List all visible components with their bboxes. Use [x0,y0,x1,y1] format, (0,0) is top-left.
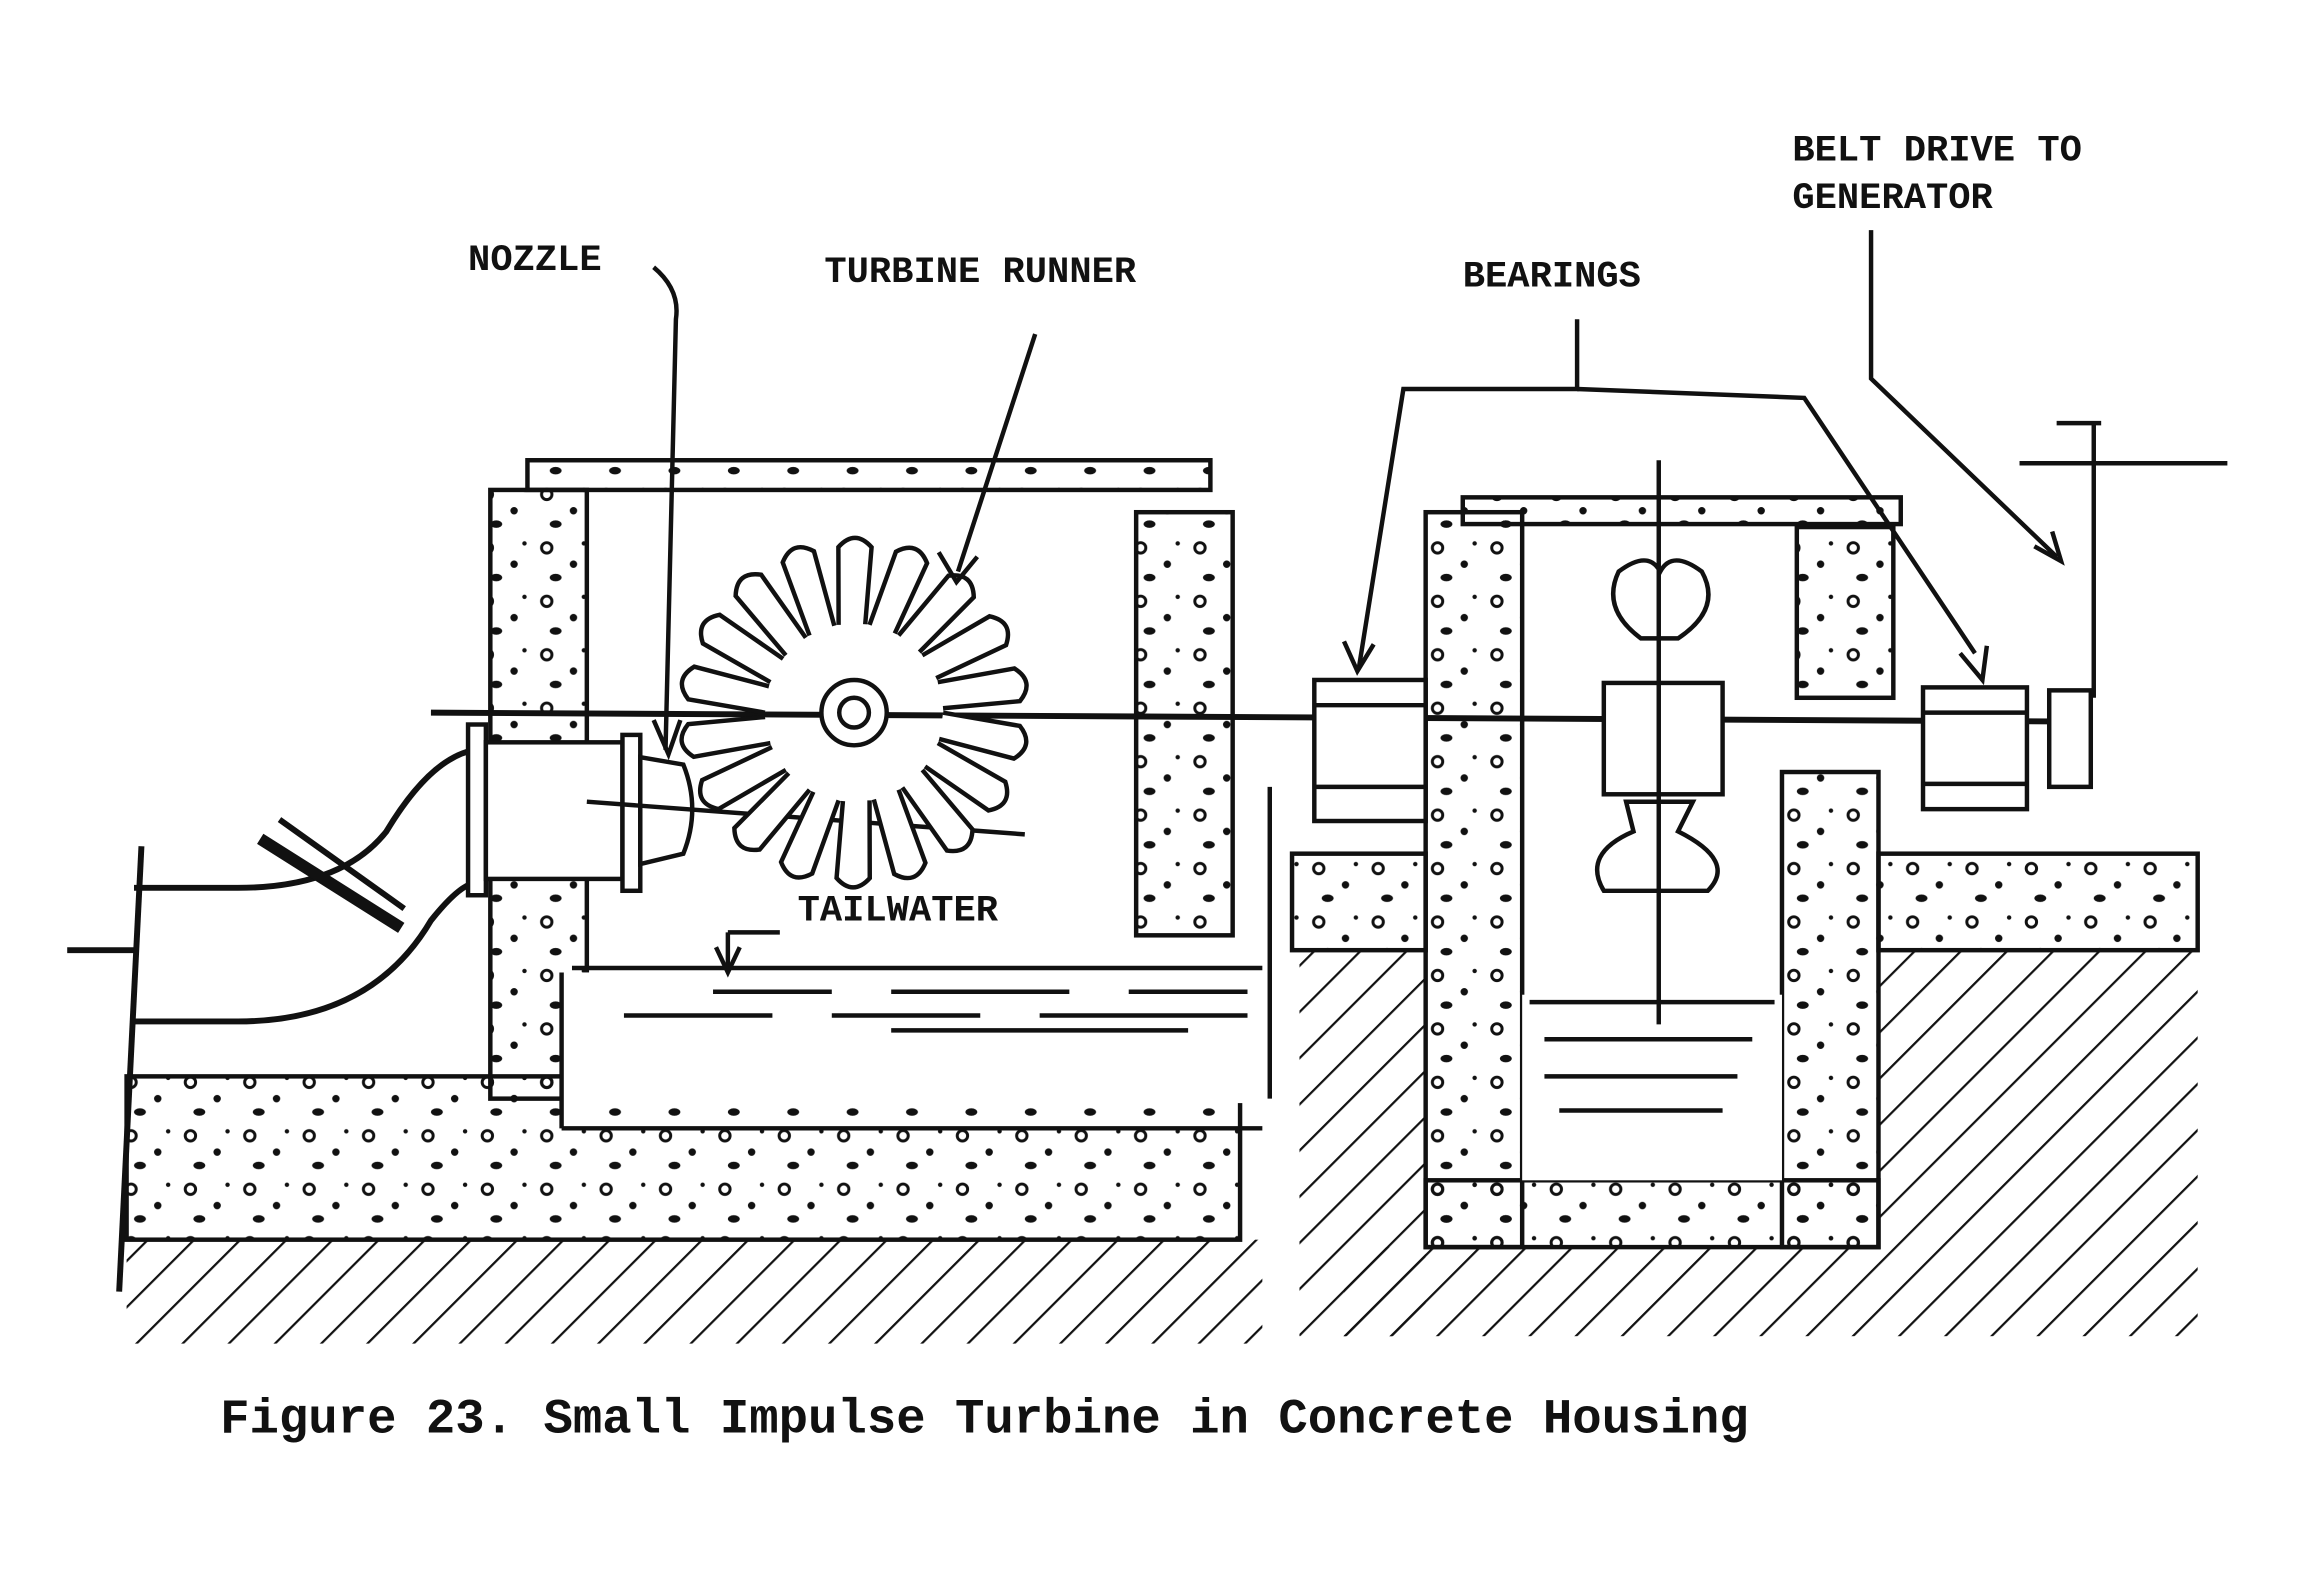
ground-hatch [126,950,2198,1344]
label-belt-drive-line1: BELT DRIVE TO [1792,130,2082,172]
runner-bucket [697,745,787,812]
tailwater-surface [571,965,1263,1033]
runner-bucket [867,545,930,635]
label-nozzle: NOZZLE [468,240,602,282]
runner-bucket [780,545,837,637]
runner-bucket [938,710,1029,761]
runner-bucket [778,790,841,880]
runner-bucket [698,612,785,685]
runner-bucket [923,741,1010,813]
turbine-shaft [430,709,2079,725]
belt-drive-pulley [2019,420,2228,790]
runner-bucket [679,714,771,760]
runner-bucket [834,800,872,890]
turbine-runner [679,535,1029,890]
runner-bucket [732,771,812,853]
runner-hub [836,695,872,730]
figure-caption: Figure 23. Small Impulse Turbine in Conc… [220,1392,1749,1448]
runner-bucket [937,666,1029,711]
runner-bucket [900,768,975,854]
runner-bucket [896,573,977,654]
runner-bucket [679,664,770,715]
label-bearings: BEARINGS [1463,257,1641,299]
right-concrete-housing [1289,495,2200,1250]
leader-lines [651,230,2065,1099]
runner-bucket [836,535,874,625]
label-belt-drive-line2: GENERATOR [1792,178,1993,220]
runner-bucket [733,572,808,657]
bearings [1312,677,2030,824]
runner-bucket [871,789,928,881]
runner-bucket [921,613,1011,681]
left-concrete-housing [124,458,1267,1242]
label-tailwater: TAILWATER [798,890,999,932]
nozzle [465,722,695,898]
label-turbine-runner: TURBINE RUNNER [824,252,1137,294]
penstock-pipe [67,746,477,1292]
coupling [1594,460,1725,1025]
